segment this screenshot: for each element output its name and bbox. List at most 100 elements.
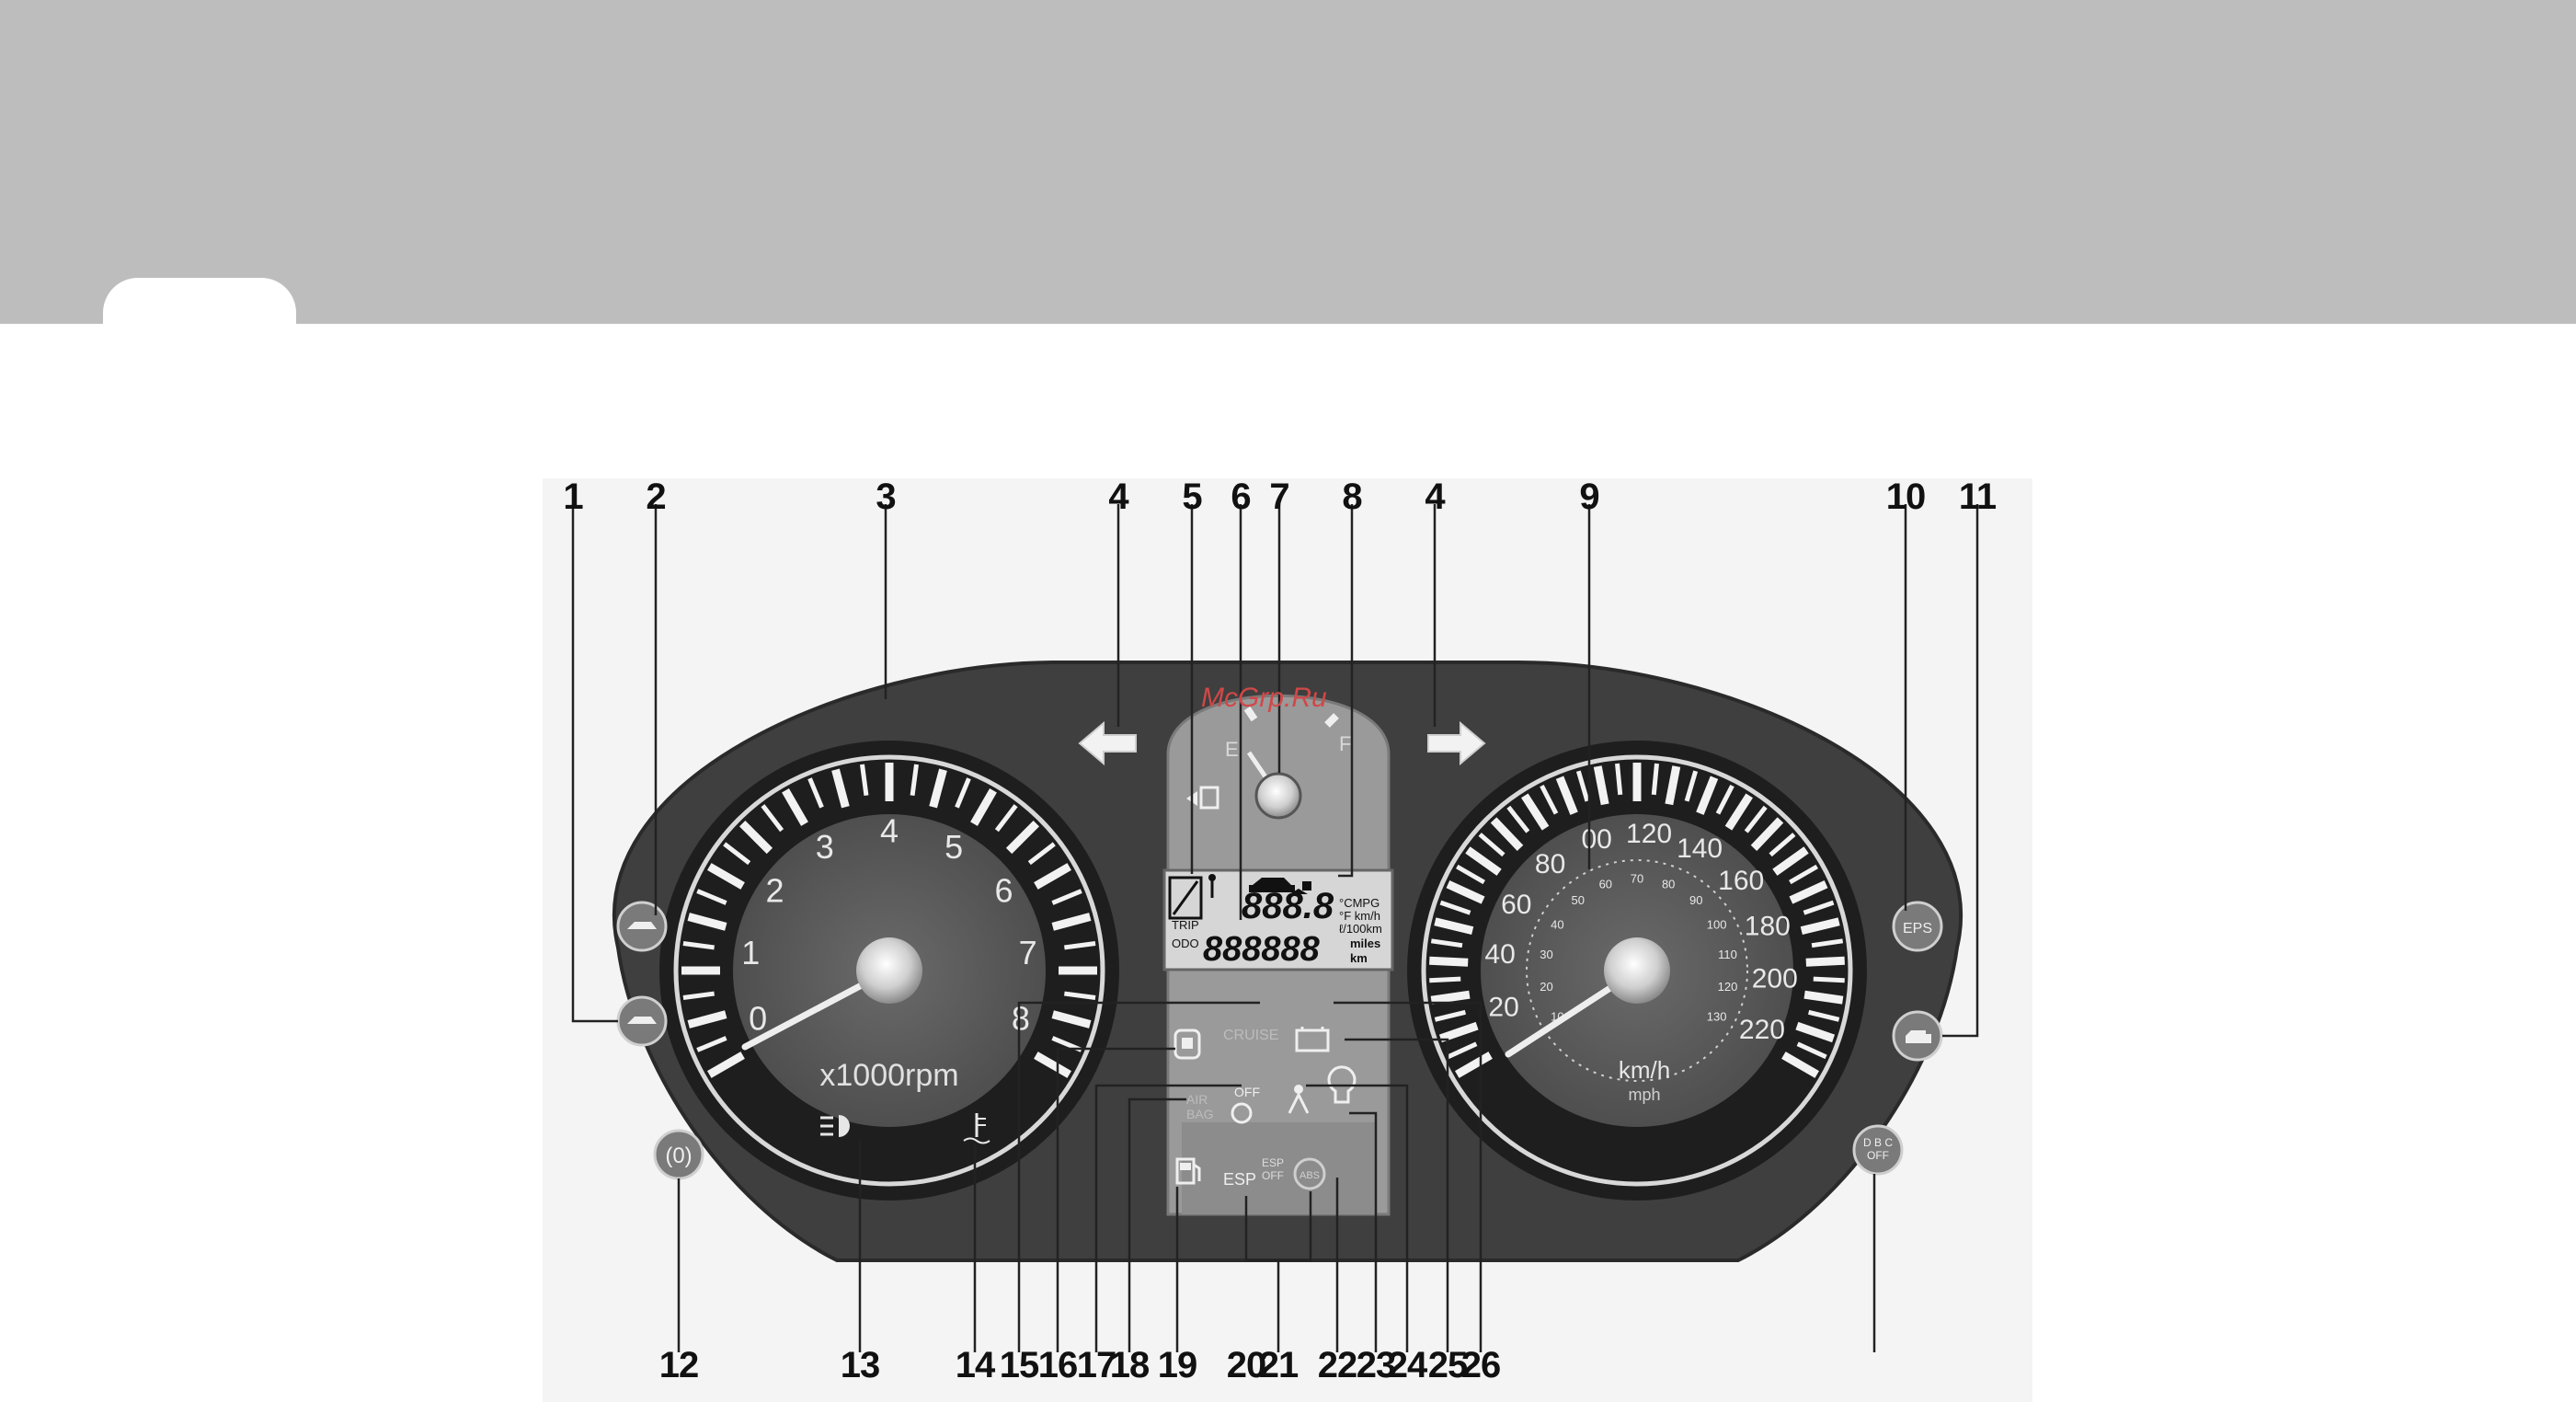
center-panel-lower xyxy=(1182,1122,1375,1214)
callout-bottom-13: 13 xyxy=(840,1345,880,1385)
lcd-top-digits: 888.8 xyxy=(1242,886,1334,926)
callout-top-4: 4 xyxy=(1425,477,1445,517)
callout-bottom-21: 21 xyxy=(1258,1345,1299,1385)
tachometer-tick xyxy=(682,991,715,1000)
speedometer-tick xyxy=(1506,805,1530,833)
callout-top-1: 1 xyxy=(563,477,583,517)
callout-bottom-25: 25 xyxy=(1427,1345,1468,1385)
callout-top-4: 4 xyxy=(1108,477,1128,517)
rear-fog-icon: (0) xyxy=(665,1143,692,1168)
side-indicator-buttons: (0) EPS D B C OFF xyxy=(616,901,1943,1180)
callout-top-5: 5 xyxy=(1182,477,1202,517)
speed-unit-kmh: km/h xyxy=(1619,1056,1670,1084)
lcd-bottom-digits: 888888 xyxy=(1203,930,1321,969)
seat-belt-icon xyxy=(1288,1085,1310,1114)
speedometer-tick xyxy=(1455,1052,1493,1078)
tachometer-tick xyxy=(955,777,971,809)
speedometer-tick xyxy=(1434,917,1474,935)
speedometer-tick xyxy=(1456,864,1485,885)
speedometer-kmh-numeral: 180 xyxy=(1745,912,1791,942)
tachometer-tick xyxy=(782,788,808,826)
speedometer-tick xyxy=(1744,805,1768,833)
tachometer-tick xyxy=(723,842,751,866)
airbag-label-2: BAG xyxy=(1186,1107,1214,1121)
abs-label: ABS xyxy=(1299,1170,1320,1181)
dbc-label-1: D B C xyxy=(1863,1136,1893,1149)
esp-indicator-label: ESP xyxy=(1223,1170,1256,1189)
speedometer-tick xyxy=(1430,990,1471,1005)
tachometer-tick xyxy=(1064,941,1096,950)
mph-inner-scale xyxy=(1526,859,1748,1082)
speedometer-tick xyxy=(1750,817,1784,851)
fuel-gauge: E F xyxy=(1186,706,1351,820)
seat-belt-door-icon xyxy=(1174,1029,1201,1060)
speedometer-mph-numeral: 30 xyxy=(1540,948,1552,961)
callout-bottom-23: 23 xyxy=(1356,1345,1396,1385)
airbag-off-icon: OFF xyxy=(1231,1085,1260,1124)
tachometer-chrome-ring xyxy=(673,754,1105,1187)
tachometer-tick xyxy=(687,1010,727,1029)
speedometer-kmh-numeral: 80 xyxy=(1535,849,1565,879)
speedometer-mph-numeral: 120 xyxy=(1718,980,1738,994)
speedometer-tick xyxy=(1796,1041,1827,1060)
speedometer-tick xyxy=(1696,776,1719,815)
page-tab xyxy=(103,278,296,351)
tachometer-tick xyxy=(739,821,773,855)
fuel-empty-mark xyxy=(1243,706,1258,722)
speedometer-tick xyxy=(1724,793,1753,831)
battery-icon xyxy=(1295,1027,1330,1052)
watermark: McGrp.Ru xyxy=(1201,683,1327,713)
lcd-unit-line-3: ℓ/100km xyxy=(1339,922,1382,936)
speedometer-kmh-numeral: 00 xyxy=(1581,824,1611,855)
door-ajar-icon xyxy=(1168,876,1203,920)
speedometer-tick xyxy=(1789,880,1828,904)
speedometer-tick xyxy=(1429,956,1469,967)
callout-bottom-26: 26 xyxy=(1460,1345,1501,1385)
dbc-off-indicator xyxy=(1852,1124,1904,1176)
tachometer-numeral: 5 xyxy=(945,828,963,866)
speedometer-tick xyxy=(1811,938,1844,948)
speedometer-tick xyxy=(1478,833,1506,857)
lcd-km-label: km xyxy=(1350,951,1368,965)
low-fuel-icon xyxy=(1175,1157,1201,1185)
tachometer-tick xyxy=(831,768,850,809)
lcd-display: 888.8 TRIP ODO 888888 °CMPG °F km/h ℓ/10… xyxy=(1162,868,1394,971)
tachometer-unit-label: x1000rpm xyxy=(819,1058,958,1093)
car-icon-lower xyxy=(627,1017,657,1024)
tachometer-numeral: 6 xyxy=(994,871,1013,909)
right-turn-signal-icon xyxy=(1427,720,1486,766)
fuel-full-label: F xyxy=(1339,732,1351,755)
fuel-full-mark xyxy=(1324,713,1339,728)
speedometer-kmh-numeral: 40 xyxy=(1484,939,1515,970)
abs-warning-icon: ABS xyxy=(1293,1157,1326,1190)
lcd-trip-label: TRIP xyxy=(1172,918,1199,932)
speedometer-tick xyxy=(1615,763,1623,796)
airbag-off-label: OFF xyxy=(1234,1085,1260,1099)
callout-leader-lines xyxy=(571,504,1979,1352)
tachometer-numeral: 8 xyxy=(1012,1000,1030,1038)
tachometer-tick xyxy=(1005,821,1039,855)
speed-unit-mph: mph xyxy=(1628,1086,1660,1104)
speedometer-mph-numeral: 110 xyxy=(1718,948,1737,961)
speedometer-mph-numeral: 20 xyxy=(1540,980,1552,994)
callout-bottom-24: 24 xyxy=(1387,1345,1427,1385)
left-turn-signal-icon xyxy=(1078,720,1137,766)
speedometer-chrome-ring xyxy=(1421,754,1853,1187)
speedometer-tick xyxy=(1593,765,1609,806)
callout-top-8: 8 xyxy=(1342,477,1362,517)
tachometer-numeral: 2 xyxy=(765,871,784,909)
speedometer-tick xyxy=(1540,784,1559,815)
speedometer-tick xyxy=(1439,900,1471,915)
speedometer-tick xyxy=(1665,765,1681,806)
speedometer-mph-numeral: 50 xyxy=(1571,893,1584,907)
callout-bottom-18: 18 xyxy=(1109,1345,1150,1385)
tachometer-tick xyxy=(1034,1052,1071,1078)
car-status-icon xyxy=(1249,878,1311,894)
callout-bottom-17: 17 xyxy=(1076,1345,1116,1385)
tachometer-ticks xyxy=(681,763,1097,1078)
speedometer-tick xyxy=(1795,1021,1836,1043)
